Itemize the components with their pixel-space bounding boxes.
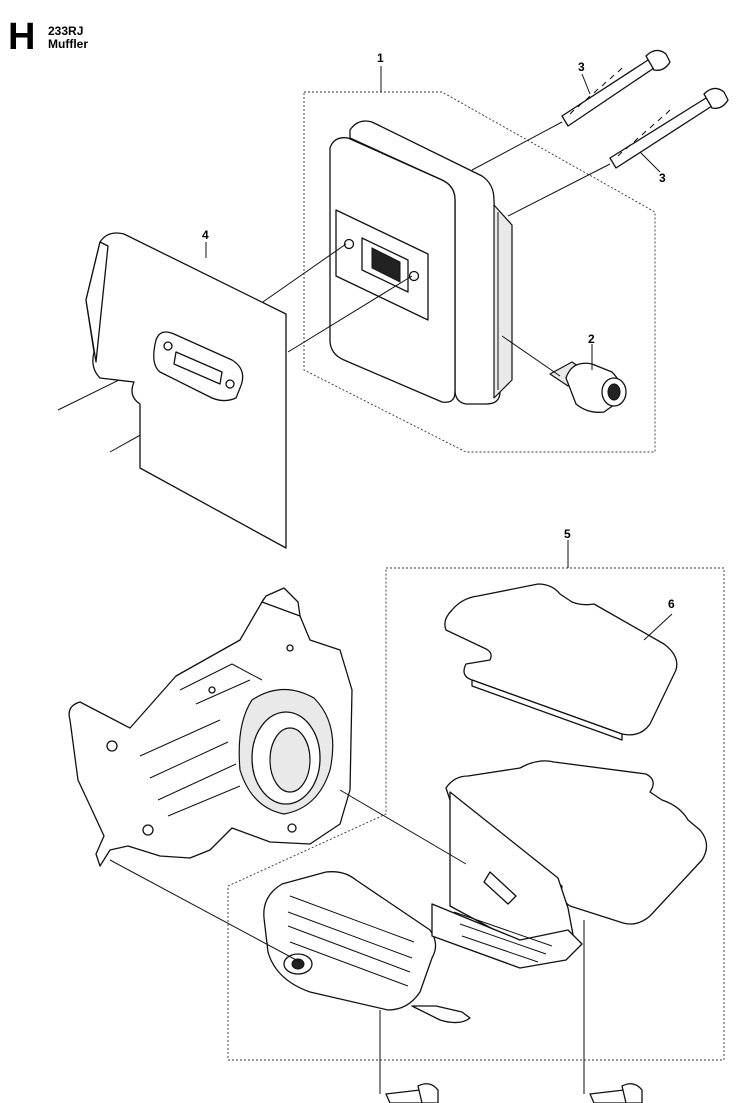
assembly-line	[109, 859, 301, 963]
muffler-kit-boundary	[303, 91, 656, 453]
callout-leader-3a	[581, 73, 591, 95]
cylinder-cover	[263, 760, 708, 1024]
callout-1: 1	[377, 51, 384, 65]
heat-shield	[85, 232, 287, 549]
callout-6: 6	[668, 597, 675, 611]
muffler-body	[329, 120, 513, 405]
screw-right	[589, 1083, 643, 1103]
crankcase	[68, 587, 353, 867]
callout-leader-6	[643, 613, 673, 641]
callout-3a: 3	[578, 60, 585, 74]
assembly-line	[339, 789, 467, 865]
callout-2: 2	[588, 332, 595, 346]
callout-3b: 3	[659, 171, 666, 185]
callout-5: 5	[564, 527, 571, 541]
insulation-plate	[444, 583, 678, 741]
assembly-line	[287, 275, 413, 353]
assembly-line	[471, 121, 563, 171]
callout-4: 4	[202, 228, 209, 242]
bolt-upper	[561, 49, 671, 127]
assembly-line	[507, 163, 611, 217]
assembly-line	[501, 335, 561, 377]
spark-arrester	[549, 361, 627, 413]
section-letter: H	[8, 16, 36, 58]
cover-kit-boundary	[227, 567, 725, 1061]
bolt-lower	[609, 87, 729, 169]
callout-leader-3b	[639, 151, 661, 173]
model-number: 233RJ	[48, 24, 84, 38]
screw-left	[385, 1083, 439, 1103]
assembly-line	[259, 243, 347, 305]
page-title: Muffler	[48, 37, 88, 51]
